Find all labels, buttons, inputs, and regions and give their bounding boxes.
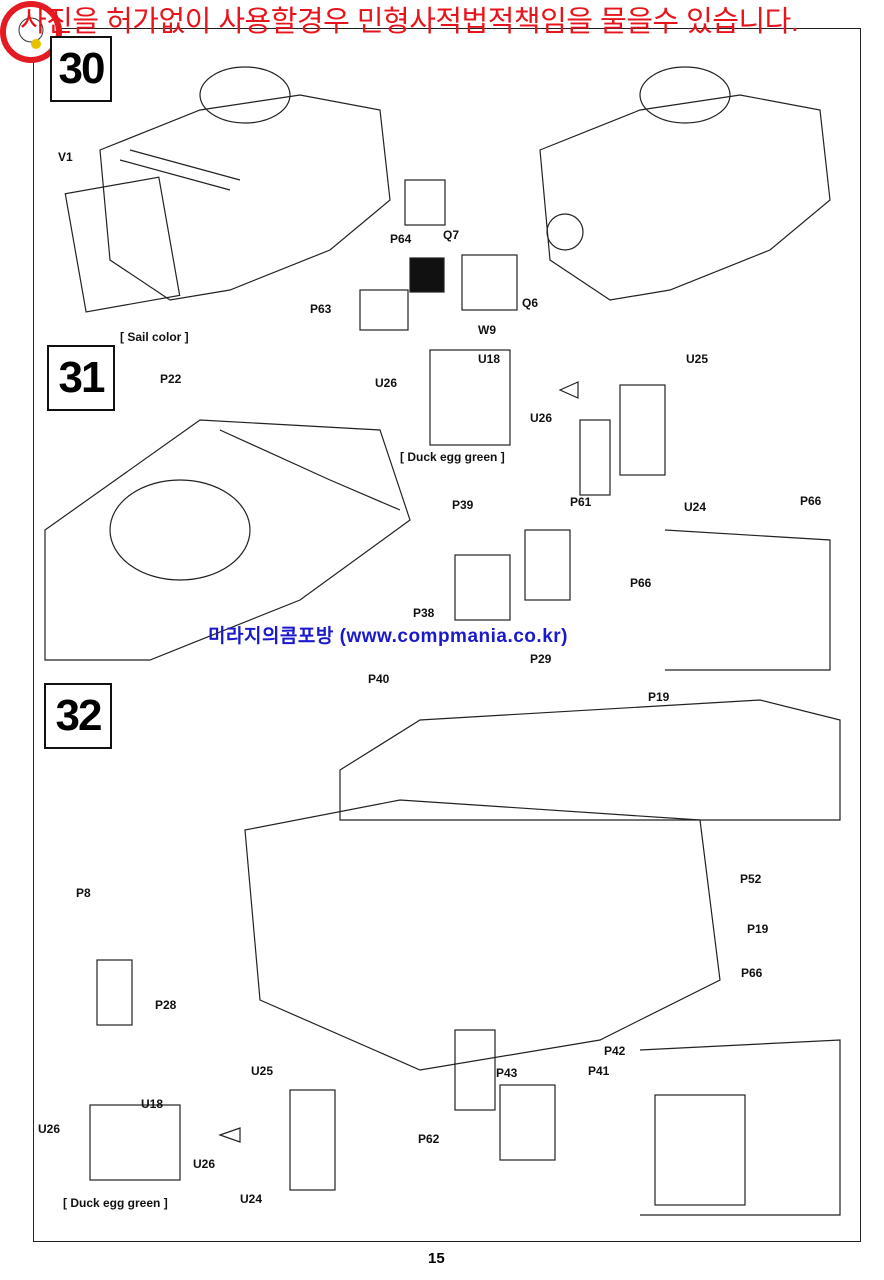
- page-frame: [33, 28, 861, 1242]
- part-label: U25: [686, 352, 709, 366]
- part-label: P38: [413, 606, 435, 620]
- part-label: P8: [76, 886, 91, 900]
- step-number-32: 32: [44, 683, 112, 749]
- part-label: P63: [310, 302, 332, 316]
- part-label: U18: [141, 1097, 164, 1111]
- part-label: P61: [570, 495, 592, 509]
- part-label: Q6: [522, 296, 539, 310]
- tank-turret-illustration-right: [539, 66, 831, 301]
- part-label: P43: [496, 1066, 518, 1080]
- parts-callouts-step30: [359, 179, 518, 331]
- step-number-30: 30: [50, 36, 112, 102]
- part-label: U25: [251, 1064, 274, 1078]
- part-label: U26: [375, 376, 398, 390]
- page-number: 15: [428, 1250, 445, 1267]
- part-label: P66: [630, 576, 652, 590]
- part-label: U24: [240, 1192, 263, 1206]
- part-label: P19: [747, 922, 769, 936]
- color-note: [ Duck egg green ]: [63, 1196, 168, 1210]
- part-label: P40: [368, 672, 390, 686]
- part-label: U26: [38, 1122, 61, 1136]
- part-label: P66: [741, 966, 763, 980]
- part-label: P64: [390, 232, 412, 246]
- part-label: P39: [452, 498, 474, 512]
- color-note: [ Duck egg green ]: [400, 450, 505, 464]
- watermark-logo: [0, 0, 62, 70]
- part-label: W9: [478, 323, 496, 337]
- part-label: U24: [684, 500, 707, 514]
- part-label: U18: [478, 352, 501, 366]
- part-label: P19: [648, 690, 670, 704]
- part-label: U26: [193, 1157, 216, 1171]
- color-note: [ Sail color ]: [120, 330, 189, 344]
- hull-illustration-step32: [89, 699, 841, 1216]
- copyright-watermark: 사진을 허가없이 사용할경우 민형사적법적책임을 물을수 있습니다.: [20, 6, 799, 38]
- part-label: P22: [160, 372, 182, 386]
- part-label: Q7: [443, 228, 460, 242]
- step-number-31: 31: [47, 345, 115, 411]
- part-label: P66: [800, 494, 822, 508]
- part-label: V1: [58, 150, 73, 164]
- site-watermark: 미라지의콤포방 (www.compmania.co.kr): [208, 626, 568, 647]
- part-label: P42: [604, 1044, 626, 1058]
- part-label: P41: [588, 1064, 610, 1078]
- part-label: P29: [530, 652, 552, 666]
- part-label: P62: [418, 1132, 440, 1146]
- hull-illustration-step31: [44, 349, 831, 671]
- part-label: P52: [740, 872, 762, 886]
- part-label: U26: [530, 411, 553, 425]
- tank-turret-illustration-left: [64, 66, 391, 313]
- part-label: P28: [155, 998, 177, 1012]
